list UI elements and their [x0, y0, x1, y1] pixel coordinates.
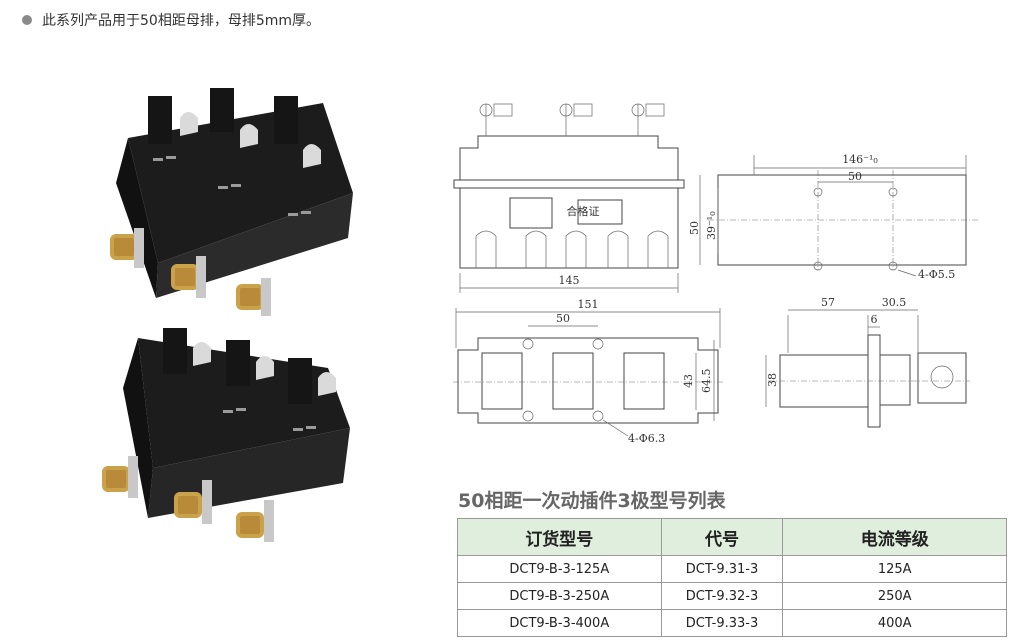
profile-view-drawing: 57 30.5 6 38 [765, 296, 970, 428]
table-row: DCT9-B-3-400A DCT-9.33-3 400A [457, 609, 1007, 637]
front-width-dim: 145 [559, 274, 580, 287]
intro-note: 此系列产品用于50相距母排，母排5mm厚。 [22, 10, 320, 30]
cert-label: 合格证 [567, 204, 600, 218]
cell-current: 250A [782, 582, 1007, 610]
profile-dim-c: 6 [871, 313, 878, 326]
intro-note-text: 此系列产品用于50相距母排，母排5mm厚。 [42, 13, 320, 29]
bullet-icon [22, 15, 32, 25]
side-length-dim: 146⁻¹₀ [842, 153, 878, 166]
table-header-row: 订货型号 代号 电流等级 [457, 518, 1007, 556]
side-inner-dim: 39⁻¹₀ [705, 211, 718, 240]
side-pitch-dim: 50 [848, 170, 862, 183]
cell-current: 125A [782, 555, 1007, 583]
plan-pitch-dim: 50 [556, 312, 570, 325]
table-title: 50相距一次动插件3极型号列表 [458, 490, 726, 512]
product-photo-top [110, 88, 353, 316]
col-header-code: 代号 [660, 518, 784, 556]
cell-current: 400A [782, 609, 1007, 637]
cell-order-no: DCT9-B-3-400A [457, 609, 662, 637]
model-table: 订货型号 代号 电流等级 DCT9-B-3-125A DCT-9.31-3 12… [457, 518, 1007, 637]
col-header-current: 电流等级 [782, 518, 1007, 556]
cell-order-no: DCT9-B-3-125A [457, 555, 662, 583]
cell-code: DCT-9.31-3 [660, 555, 784, 583]
table-row: DCT9-B-3-250A DCT-9.32-3 250A [457, 582, 1007, 610]
product-photo-bottom [102, 328, 350, 542]
side-view-drawing: 146⁻¹₀ 50 50 39⁻¹₀ 4-Φ5.5 [688, 153, 978, 281]
cell-code: DCT-9.32-3 [660, 582, 784, 610]
side-hole-label: 4-Φ5.5 [918, 268, 955, 281]
col-header-order-no: 订货型号 [457, 518, 662, 556]
cell-code: DCT-9.33-3 [660, 609, 784, 637]
plan-view-drawing: 151 50 43 64.5 4-Φ6.3 [453, 298, 723, 445]
plan-width-dim: 151 [578, 298, 599, 311]
profile-dim-a: 57 [821, 296, 835, 309]
plan-inner-dim: 43 [682, 374, 695, 388]
side-height-dim: 50 [688, 221, 701, 235]
profile-dim-h: 38 [766, 373, 779, 387]
table-row: DCT9-B-3-125A DCT-9.31-3 125A [457, 555, 1007, 583]
front-view-drawing: 合格证 145 [453, 103, 685, 293]
profile-dim-b: 30.5 [882, 296, 907, 309]
plan-hole-label: 4-Φ6.3 [628, 432, 665, 445]
cell-order-no: DCT9-B-3-250A [457, 582, 662, 610]
plan-outer-dim: 64.5 [700, 369, 713, 394]
